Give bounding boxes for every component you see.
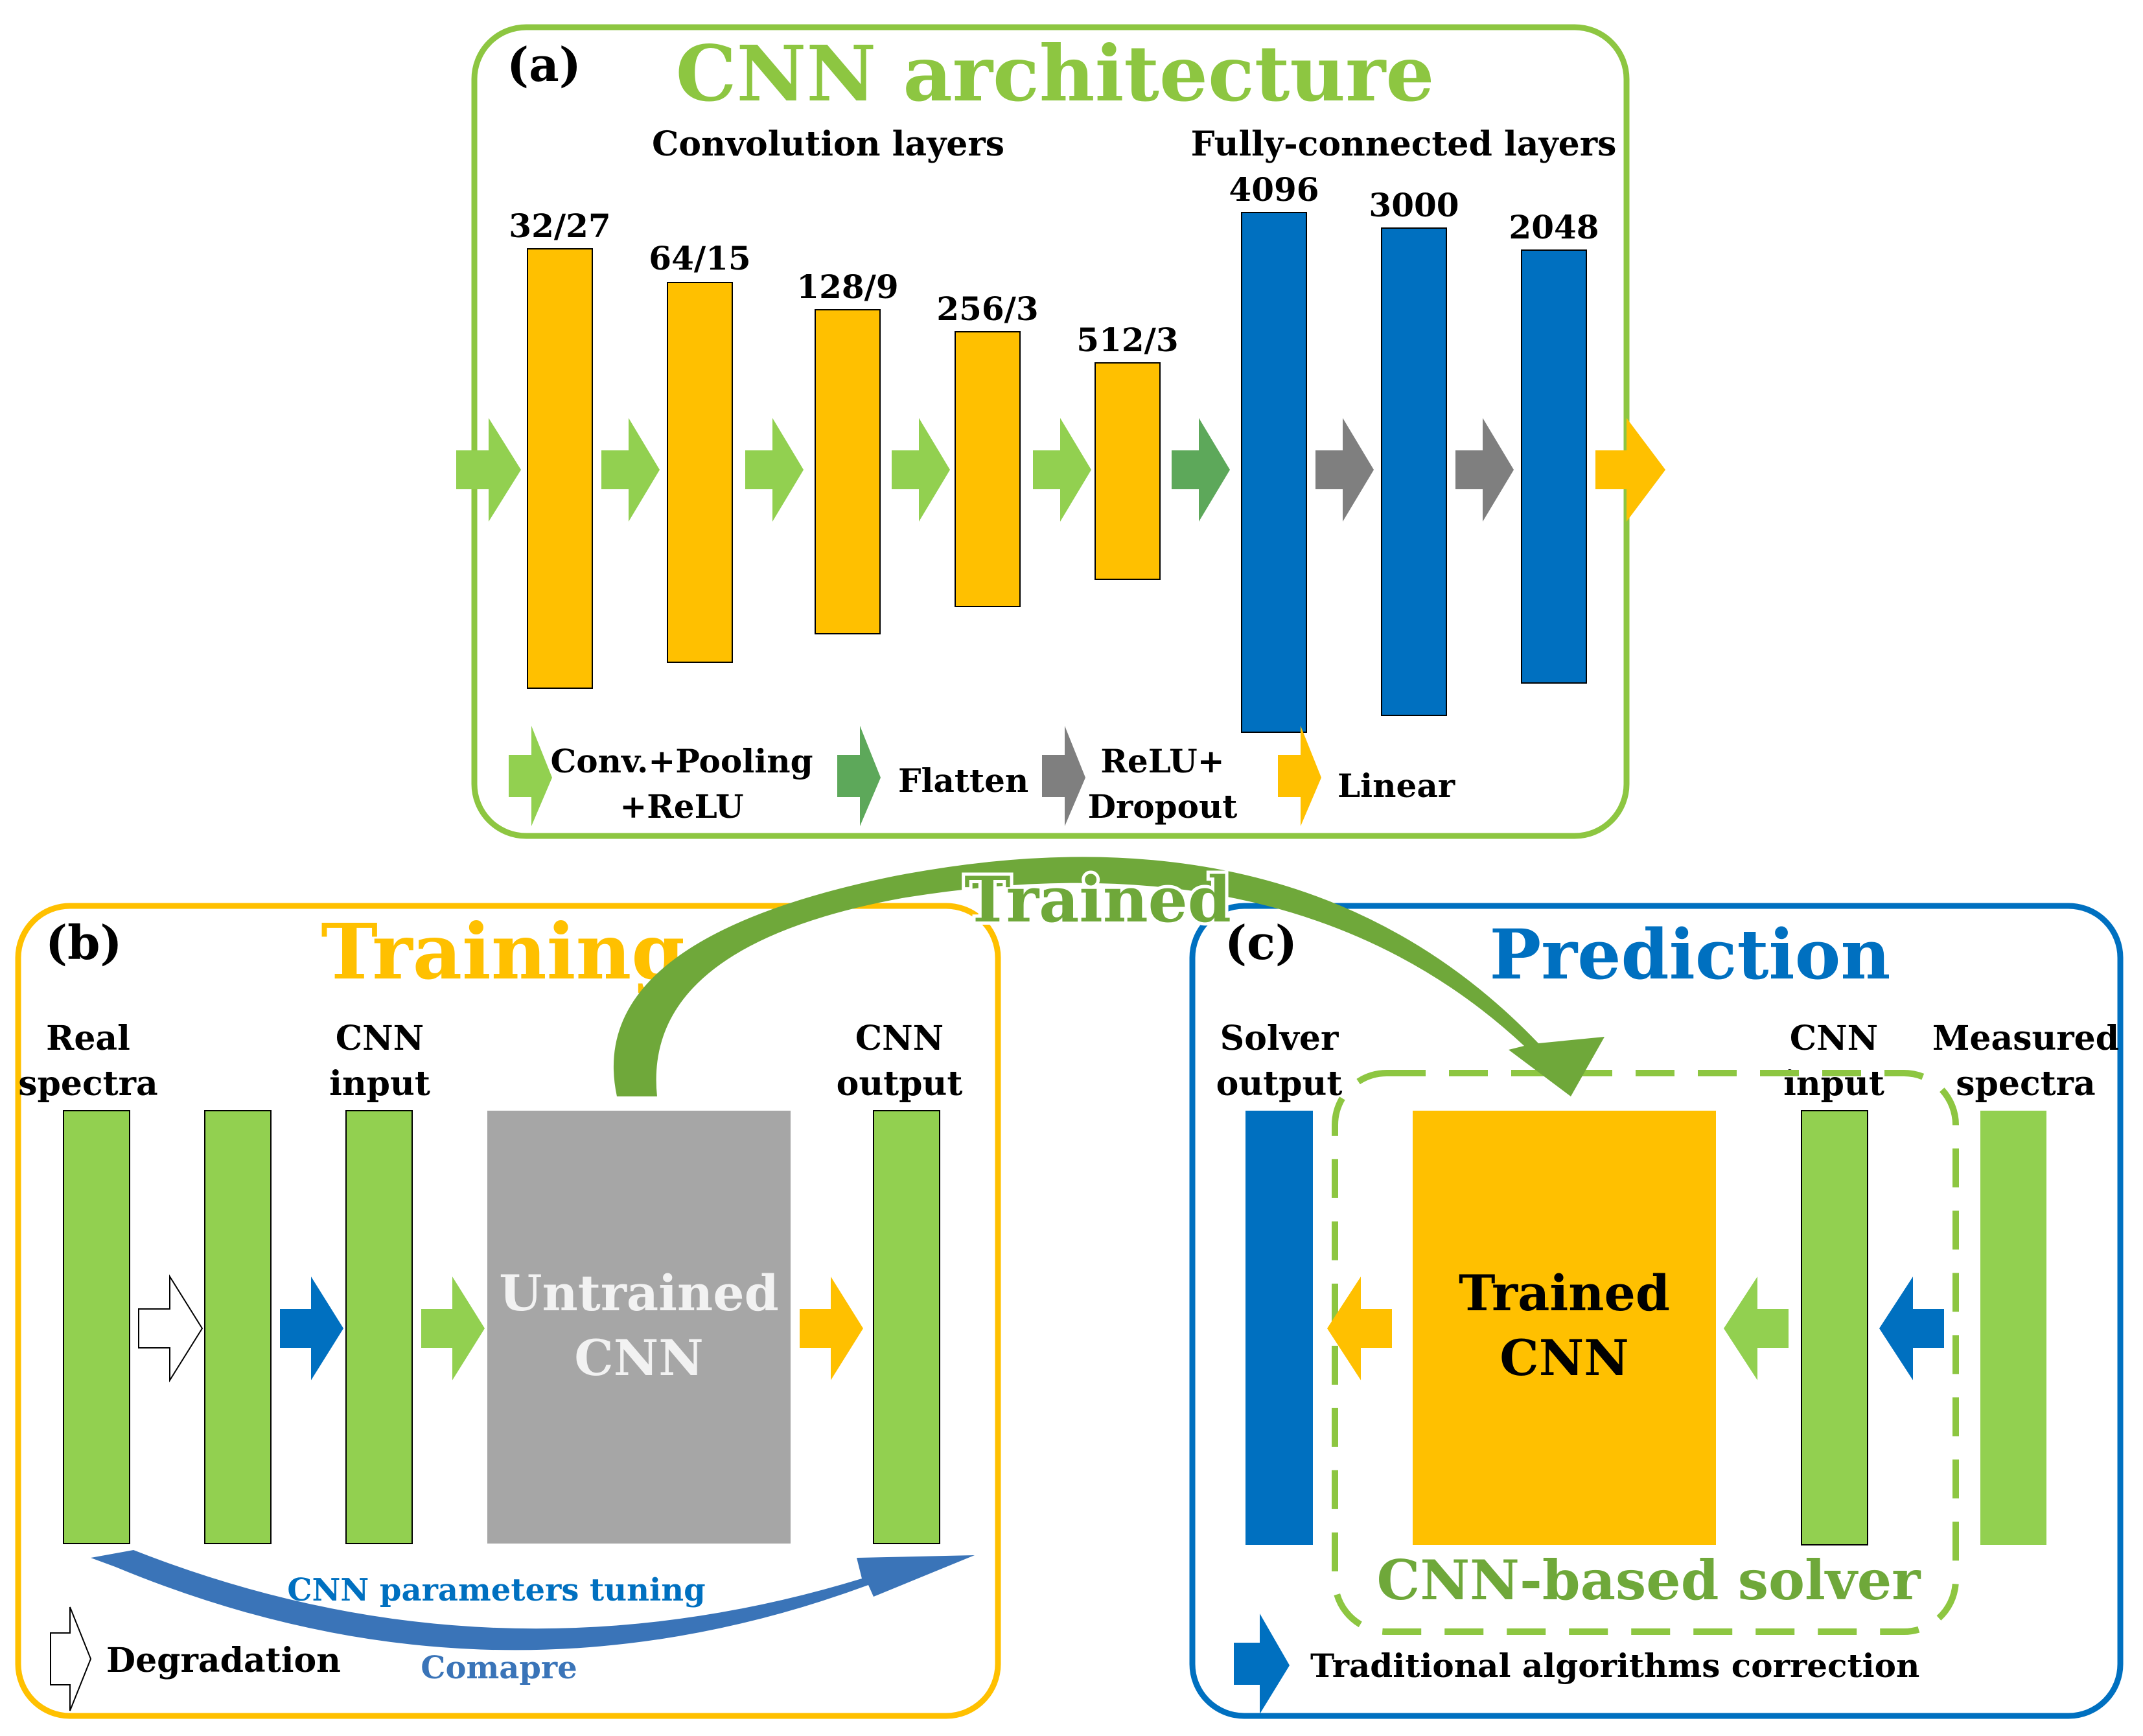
c-cnn-input-bar bbox=[1801, 1110, 1868, 1545]
linear-output-arrow bbox=[1595, 418, 1665, 522]
measured-spectra-label-line2: spectra bbox=[1956, 1064, 2096, 1104]
fc-layer-2-label: 3000 bbox=[1369, 186, 1459, 224]
c-orange-arrow bbox=[1327, 1277, 1392, 1380]
relu-dropout-arrow-1 bbox=[1315, 418, 1374, 522]
b-green-arrow bbox=[421, 1277, 485, 1380]
legend-linear-label: Linear bbox=[1338, 767, 1455, 805]
fc-layer-1-bar bbox=[1241, 212, 1307, 733]
legend-conv-arrow-icon bbox=[509, 726, 552, 826]
real-spectra-label-line2: spectra bbox=[18, 1064, 158, 1104]
trained-arc-arrow bbox=[613, 857, 1605, 1096]
trained-label: Trained bbox=[964, 863, 1231, 936]
legend-flatten-arrow-icon bbox=[837, 726, 881, 826]
conv-layer-4-bar bbox=[955, 331, 1021, 607]
trained-cnn-label-line1: Trained bbox=[1459, 1264, 1670, 1322]
fc-layer-3-label: 2048 bbox=[1509, 208, 1599, 246]
real-spectra-label-line1: Real bbox=[46, 1019, 130, 1058]
conv-layer-1-label: 32/27 bbox=[509, 207, 610, 245]
panel-a-tag: (a) bbox=[507, 37, 581, 92]
degraded-spectra-bar bbox=[204, 1110, 272, 1544]
conv-arrow-2 bbox=[745, 418, 804, 522]
fc-layer-1-label: 4096 bbox=[1229, 170, 1319, 209]
fc-layers-heading: Fully-connected layers bbox=[1191, 124, 1617, 164]
compare-label: Comapre bbox=[421, 1650, 577, 1686]
legend-flatten-label: Flatten bbox=[898, 761, 1028, 800]
trained-cnn-label-line2: CNN bbox=[1500, 1329, 1628, 1387]
tuning-arrow bbox=[91, 1550, 975, 1650]
panel-b-tag: (b) bbox=[45, 915, 122, 970]
relu-dropout-arrow-2 bbox=[1455, 418, 1514, 522]
b-blue-arrow bbox=[280, 1277, 343, 1380]
input-arrow bbox=[456, 418, 521, 522]
b-cnn-input-label-line2: input bbox=[329, 1064, 430, 1104]
b-cnn-input-label-line1: CNN bbox=[336, 1019, 424, 1058]
fc-layer-2-bar bbox=[1381, 227, 1447, 716]
conv-layer-5-label: 512/3 bbox=[1076, 321, 1178, 359]
trained-cnn-box bbox=[1413, 1111, 1716, 1545]
b-cnn-output-label-line2: output bbox=[837, 1064, 963, 1104]
tuning-label: CNN parameters tuning bbox=[287, 1572, 705, 1608]
panel-c: (c) Prediction Solver output CNN input M… bbox=[1189, 903, 2124, 1719]
b-orange-arrow bbox=[800, 1277, 863, 1380]
conv-layer-1-bar bbox=[527, 248, 593, 689]
panel-a-title: CNN architecture bbox=[676, 29, 1435, 119]
conv-layer-2-label: 64/15 bbox=[649, 239, 750, 277]
panel-c-tag: (c) bbox=[1225, 915, 1297, 970]
panel-c-title: Prediction bbox=[1490, 914, 1891, 995]
c-blue-arrow bbox=[1879, 1277, 1944, 1380]
conv-layer-5-bar bbox=[1095, 362, 1161, 580]
c-green-arrow bbox=[1724, 1277, 1789, 1380]
b-cnn-output-label-line1: CNN bbox=[855, 1019, 944, 1058]
trained-transfer: Trained bbox=[613, 857, 1605, 1096]
untrained-cnn-label-line2: CNN bbox=[574, 1329, 703, 1387]
conv-layer-2-bar bbox=[667, 282, 733, 663]
cnn-based-solver-outline bbox=[1332, 1070, 1959, 1635]
degradation-arrow bbox=[138, 1274, 203, 1383]
fc-layer-3-bar bbox=[1521, 249, 1587, 684]
flatten-arrow bbox=[1172, 418, 1230, 522]
conv-layer-3-bar bbox=[815, 309, 881, 634]
cnn-based-solver-label: CNN-based solver bbox=[1377, 1548, 1922, 1612]
measured-spectra-label-line1: Measured bbox=[1932, 1019, 2119, 1058]
legend-conv-label-line1: Conv.+Pooling bbox=[550, 742, 813, 780]
real-spectra-bar bbox=[63, 1110, 130, 1544]
panel-b-title: Training bbox=[321, 907, 685, 997]
b-cnn-input-bar bbox=[345, 1110, 413, 1544]
legend-conv-label-line2: +ReLU bbox=[620, 787, 743, 826]
b-cnn-output-bar bbox=[873, 1110, 940, 1544]
untrained-cnn-label-line1: Untrained bbox=[499, 1264, 779, 1322]
conv-arrow-1 bbox=[601, 418, 660, 522]
legend-linear-arrow-icon bbox=[1278, 726, 1321, 826]
legend-degradation-arrow-icon bbox=[50, 1606, 92, 1711]
c-cnn-input-label-line1: CNN bbox=[1790, 1019, 1878, 1058]
legend-traditional-arrow-icon bbox=[1234, 1614, 1290, 1714]
conv-arrow-3 bbox=[892, 418, 950, 522]
legend-relu-label-line2: Dropout bbox=[1088, 787, 1238, 826]
conv-layers-heading: Convolution layers bbox=[652, 124, 1004, 164]
legend-relu-label-line1: ReLU+ bbox=[1100, 742, 1224, 780]
solver-output-bar bbox=[1245, 1111, 1313, 1545]
legend-degradation-label: Degradation bbox=[106, 1641, 341, 1680]
legend-traditional-label: Traditional algorithms correction bbox=[1310, 1647, 1919, 1685]
solver-output-label-line2: output bbox=[1216, 1064, 1343, 1104]
conv-layer-3-label: 128/9 bbox=[796, 268, 898, 306]
legend-relu-arrow-icon bbox=[1042, 726, 1085, 826]
untrained-cnn-box bbox=[487, 1111, 791, 1544]
panel-b: (b) Training Real spectra CNN input CNN … bbox=[15, 903, 1001, 1719]
solver-output-label-line1: Solver bbox=[1220, 1019, 1339, 1058]
panel-a: (a) CNN architecture Convolution layers … bbox=[456, 24, 1665, 839]
conv-arrow-4 bbox=[1033, 418, 1091, 522]
measured-spectra-bar bbox=[1980, 1111, 2046, 1545]
conv-layer-4-label: 256/3 bbox=[936, 290, 1038, 328]
